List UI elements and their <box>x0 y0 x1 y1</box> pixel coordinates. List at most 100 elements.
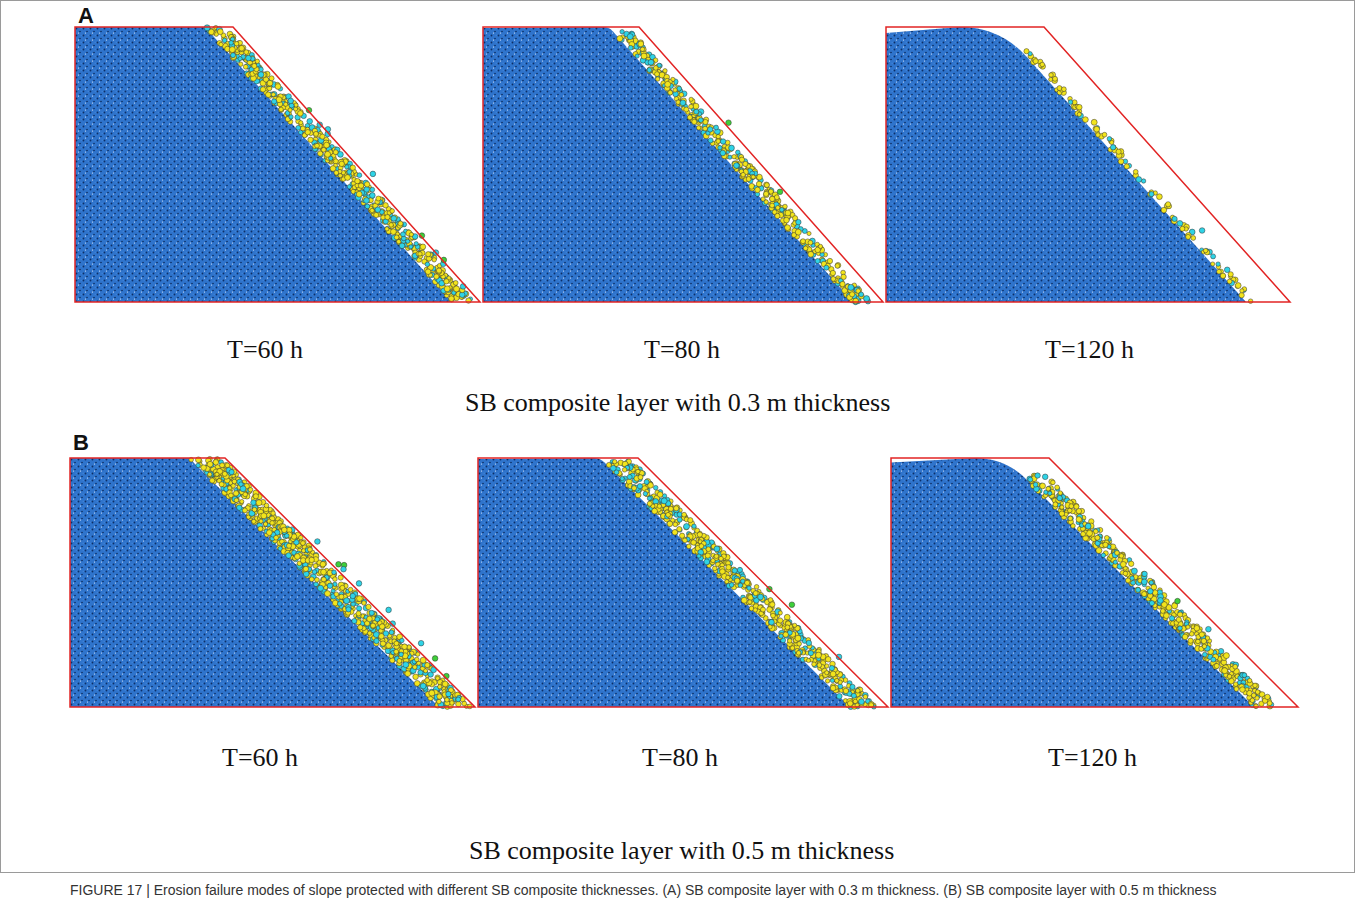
sb-particle <box>327 583 332 588</box>
sb-particle <box>425 262 430 267</box>
sb-particle <box>208 472 212 476</box>
sb-particle <box>219 42 223 46</box>
sb-particle <box>274 535 279 540</box>
sb-particle <box>239 45 245 51</box>
sb-particle <box>1116 149 1121 154</box>
sb-particle <box>635 54 639 58</box>
sb-particle <box>344 598 349 603</box>
sb-particle <box>252 63 257 68</box>
sb-particle <box>358 625 363 630</box>
sb-particle <box>784 217 790 223</box>
sb-particle <box>240 499 244 503</box>
sb-particle <box>684 107 689 112</box>
sb-particle <box>1136 177 1142 183</box>
sb-particle <box>337 602 342 607</box>
sb-particle <box>1217 269 1222 274</box>
sb-particle <box>350 165 355 170</box>
sb-particle <box>725 140 730 145</box>
sb-particle <box>306 546 312 552</box>
sb-particle <box>334 170 339 175</box>
sb-particle <box>741 172 746 177</box>
sb-particle <box>347 170 352 175</box>
sb-particle <box>309 577 314 582</box>
soil-mass <box>483 27 853 302</box>
sb-particle <box>1227 279 1232 284</box>
sb-particle <box>859 292 864 297</box>
sb-particle <box>455 698 460 703</box>
sb-particle <box>298 111 304 117</box>
sb-particle <box>288 108 292 112</box>
sb-particle <box>340 585 345 590</box>
sb-particle <box>638 41 644 47</box>
sb-particle <box>308 137 313 142</box>
sb-particle <box>680 100 686 106</box>
sb-particle <box>409 232 413 236</box>
sb-particle <box>410 649 416 655</box>
eroded-particle <box>315 539 321 545</box>
sb-particle <box>394 641 399 646</box>
sb-particle <box>266 92 272 98</box>
sb-particle <box>653 66 658 71</box>
sb-particle <box>1118 159 1124 165</box>
sb-particle <box>391 229 397 235</box>
sb-particle <box>418 252 422 256</box>
sb-particle <box>364 198 370 204</box>
sb-particle <box>385 226 389 230</box>
sb-particle <box>840 281 845 286</box>
sb-particle <box>647 68 653 74</box>
sb-particle <box>689 97 693 101</box>
sb-particle <box>649 60 655 66</box>
sb-particle <box>403 662 409 668</box>
sb-particle <box>1221 274 1226 279</box>
sb-particle <box>222 38 227 43</box>
sb-particle <box>252 519 256 523</box>
sb-particle <box>1149 192 1154 197</box>
sb-particle <box>679 93 684 98</box>
sb-particle <box>294 103 298 107</box>
sb-particle <box>210 478 215 483</box>
sb-particle <box>219 482 224 487</box>
sb-particle <box>321 577 326 582</box>
sb-particle <box>271 93 275 97</box>
sb-particle <box>750 174 755 179</box>
sb-particle <box>1216 262 1220 266</box>
sb-particle <box>720 139 725 144</box>
sb-particle <box>375 617 380 622</box>
sb-particle <box>1053 76 1058 81</box>
sb-particle <box>1024 49 1029 54</box>
sb-particle <box>830 270 835 275</box>
sb-particle <box>1077 104 1083 110</box>
sb-particle <box>370 193 376 199</box>
sb-particle <box>308 547 313 552</box>
sb-particle <box>665 81 671 87</box>
sb-particle <box>246 55 252 61</box>
sb-particle <box>345 175 351 181</box>
sb-particle <box>232 496 238 502</box>
eroded-particle <box>341 566 347 572</box>
sb-particle <box>364 182 369 187</box>
sb-particle <box>301 541 306 546</box>
sb-particle <box>376 196 381 201</box>
sb-particle <box>369 610 374 615</box>
sb-particle <box>424 669 428 673</box>
sb-particle <box>1062 87 1067 92</box>
slope-outline <box>886 27 1290 302</box>
sb-particle <box>208 472 213 477</box>
sb-particle <box>402 644 408 650</box>
sb-particle <box>225 463 230 468</box>
sb-particle <box>352 618 357 623</box>
sb-particle <box>284 102 288 106</box>
sb-particle <box>755 187 761 193</box>
sb-particle <box>864 296 870 302</box>
sb-particle <box>238 57 242 61</box>
sb-particle <box>333 577 338 582</box>
sb-particle <box>259 67 264 72</box>
sb-particle <box>383 203 388 208</box>
sb-particle <box>1124 164 1129 169</box>
slope-panel <box>478 458 888 710</box>
sb-particle <box>415 657 420 662</box>
sb-particle <box>764 191 769 196</box>
sb-particle <box>244 50 249 55</box>
sb-particle <box>305 130 310 135</box>
sb-particle <box>220 463 225 468</box>
